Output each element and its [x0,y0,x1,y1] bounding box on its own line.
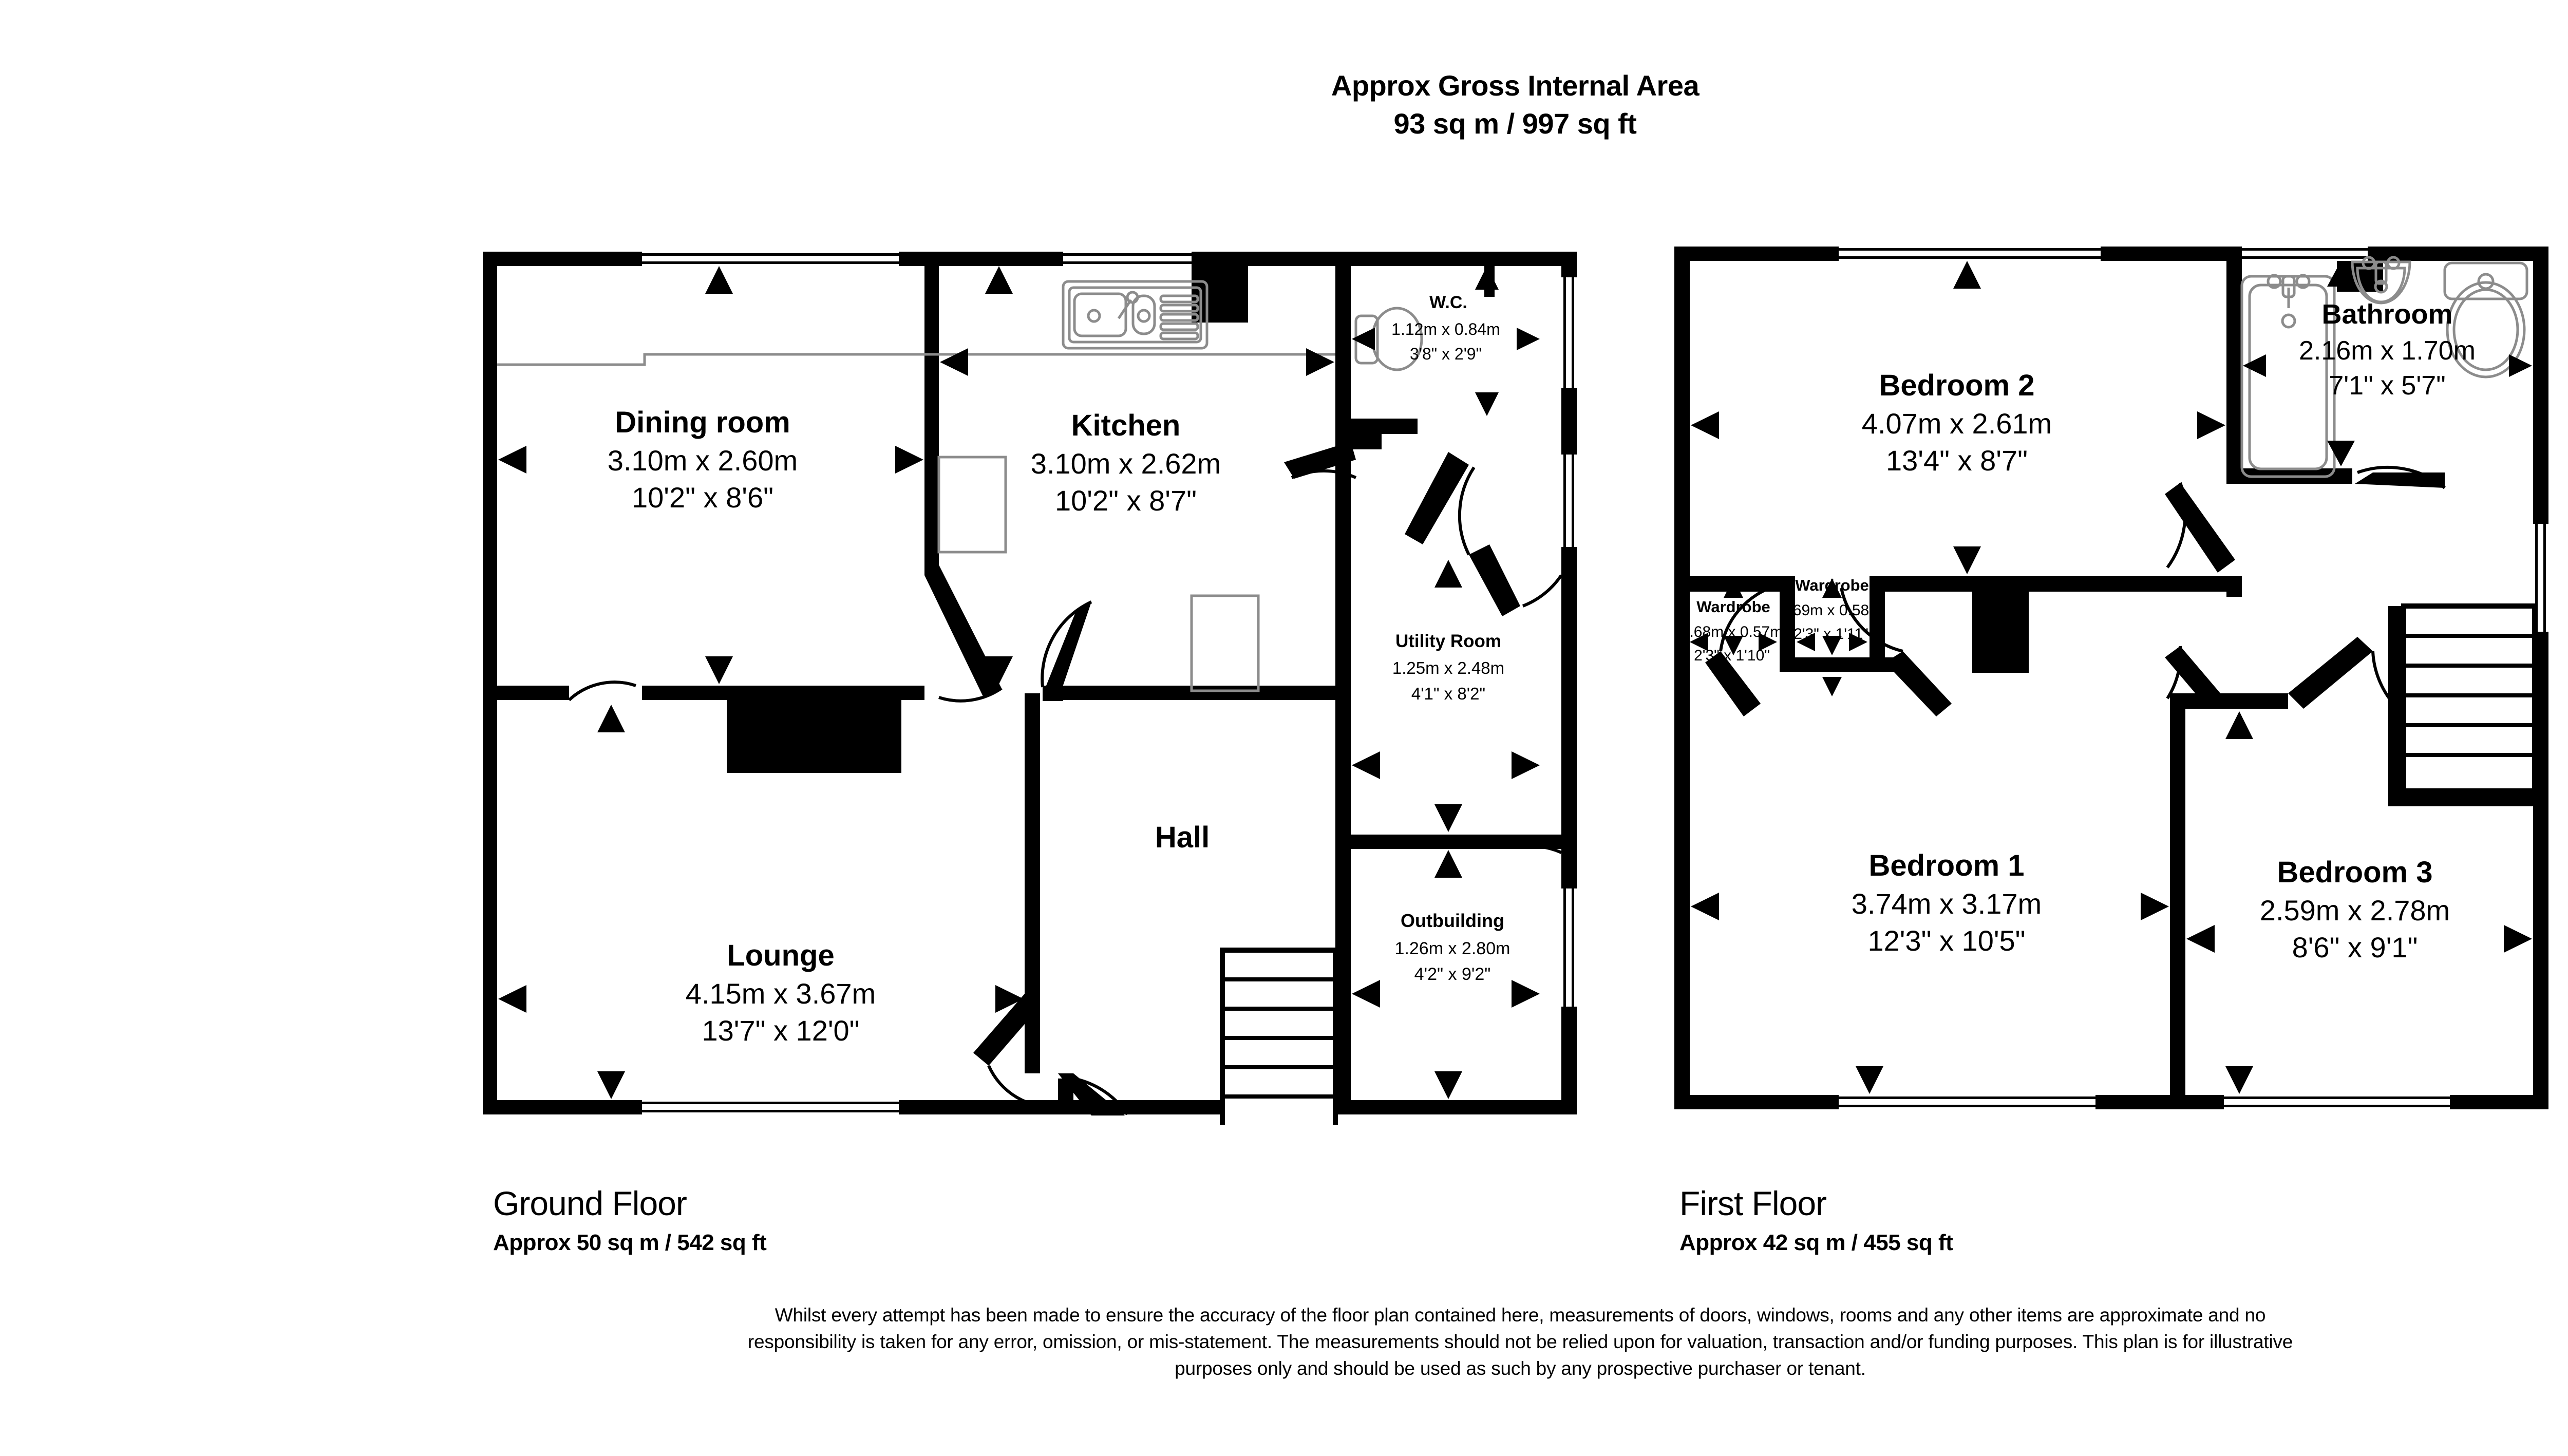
room-dim-imperial-bathroom: 7'1" x 5'7" [2329,371,2445,401]
room-label-utility-room: Utility Room [1395,631,1501,651]
room-dim-metric-wc: 1.12m x 0.84m [1391,320,1500,338]
first-windows [1839,247,2548,1109]
ground-floor-plan: Dining room 3.10m x 2.60m 10'2" x 8'6" K… [483,236,1577,1132]
ground-floor-title: Ground Floor [493,1184,687,1222]
room-label-outbuilding: Outbuilding [1401,910,1504,931]
room-label-hall: Hall [1155,821,1210,854]
room-dim-imperial-utility-room: 4'1" x 8'2" [1411,684,1485,703]
room-dim-metric-kitchen: 3.10m x 2.62m [1031,447,1221,480]
bathtub-icon [2240,274,2336,478]
ground-floor-svg: Dining room 3.10m x 2.60m 10'2" x 8'6" K… [483,252,1577,1132]
room-dim-metric-dining-room: 3.10m x 2.60m [608,444,798,477]
room-label-kitchen: Kitchen [1071,409,1181,442]
room-label-bedroom-2: Bedroom 2 [1879,369,2035,402]
room-dim-imperial-kitchen: 10'2" x 8'7" [1055,484,1197,517]
first-floor-svg: Bedroom 2 4.07m x 2.61m 13'4" x 8'7" Bat… [1674,247,2548,1109]
room-dim-metric-bedroom-3: 2.59m x 2.78m [2260,894,2450,926]
first-floor-area: Approx 42 sq m / 455 sq ft [1679,1230,1953,1255]
first-dimension-arrows [1690,261,2532,1094]
header-line-2: 93 sq m / 997 sq ft [1393,107,1637,140]
room-dim-metric-wardrobe-left: 0.68m x 0.57m [1681,623,1783,640]
room-dim-metric-wardrobe-right: 0.69m x 0.58m [1780,602,1882,619]
room-label-dining-room: Dining room [615,406,790,439]
room-dim-metric-bedroom-1: 3.74m x 3.17m [1852,887,2042,920]
ground-floor-caption: Ground Floor Approx 50 sq m / 542 sq ft [493,1184,767,1255]
first-floor-plan: Bedroom 2 4.07m x 2.61m 13'4" x 8'7" Bat… [1674,231,2563,1125]
ground-walls [483,252,1577,1115]
gross-internal-area-header: Approx Gross Internal Area 93 sq m / 997… [0,67,2568,143]
room-dim-metric-lounge: 4.15m x 3.67m [686,977,876,1010]
first-floor-title: First Floor [1679,1184,1827,1222]
room-label-wc: W.C. [1429,293,1467,312]
room-dim-imperial-wardrobe-left: 2'3" x 1'10" [1694,647,1770,664]
ground-fixtures [497,280,1423,692]
ground-windows [642,252,1577,1114]
room-dim-metric-outbuilding: 1.26m x 2.80m [1395,939,1510,958]
room-dim-imperial-wc: 3'8" x 2'9" [1410,345,1482,363]
first-floor-caption: First Floor Approx 42 sq m / 455 sq ft [1679,1186,1953,1254]
kitchen-sink-icon [1062,280,1209,350]
room-dim-imperial-outbuilding: 4'2" x 9'2" [1414,965,1491,984]
room-dim-imperial-bedroom-3: 8'6" x 9'1" [2292,931,2418,963]
room-label-bedroom-1: Bedroom 1 [1869,849,2025,882]
room-dim-imperial-lounge: 13'7" x 12'0" [702,1014,859,1047]
bathroom-fixtures [2240,256,2528,478]
header-line-1: Approx Gross Internal Area [1331,69,1700,102]
room-dim-metric-utility-room: 1.25m x 2.48m [1392,658,1504,677]
ground-dimension-arrows [498,266,1540,1099]
ground-door-swings [568,466,1563,1115]
room-label-wardrobe-left: Wardrobe [1696,598,1770,616]
room-dim-imperial-bedroom-2: 13'4" x 8'7" [1886,444,2028,477]
disclaimer-text: Whilst every attempt has been made to en… [747,1304,2293,1379]
ground-floor-area: Approx 50 sq m / 542 sq ft [493,1230,767,1255]
room-dim-imperial-bedroom-1: 12'3" x 10'5" [1867,924,2025,957]
room-dim-metric-bedroom-2: 4.07m x 2.61m [1862,407,2052,440]
washbasin-icon [2351,256,2411,305]
first-room-labels: Bedroom 2 4.07m x 2.61m 13'4" x 8'7" Bat… [1681,299,2476,963]
staircase-ground [1220,948,1338,1132]
room-label-wardrobe-right: Wardrobe [1795,576,1869,594]
room-label-bedroom-3: Bedroom 3 [2277,856,2433,889]
room-label-lounge: Lounge [727,939,834,972]
staircase-first [2401,603,2537,793]
room-label-bathroom: Bathroom [2322,299,2453,330]
room-dim-metric-bathroom: 2.16m x 1.70m [2299,336,2476,366]
ground-room-labels: Dining room 3.10m x 2.60m 10'2" x 8'6" K… [608,293,1510,1047]
room-dim-imperial-wardrobe-right: 2'3" x 1'11" [1793,626,1868,642]
toilet-icon [2443,261,2528,379]
first-door-swings [1719,465,2446,705]
room-dim-imperial-dining-room: 10'2" x 8'6" [632,481,773,514]
